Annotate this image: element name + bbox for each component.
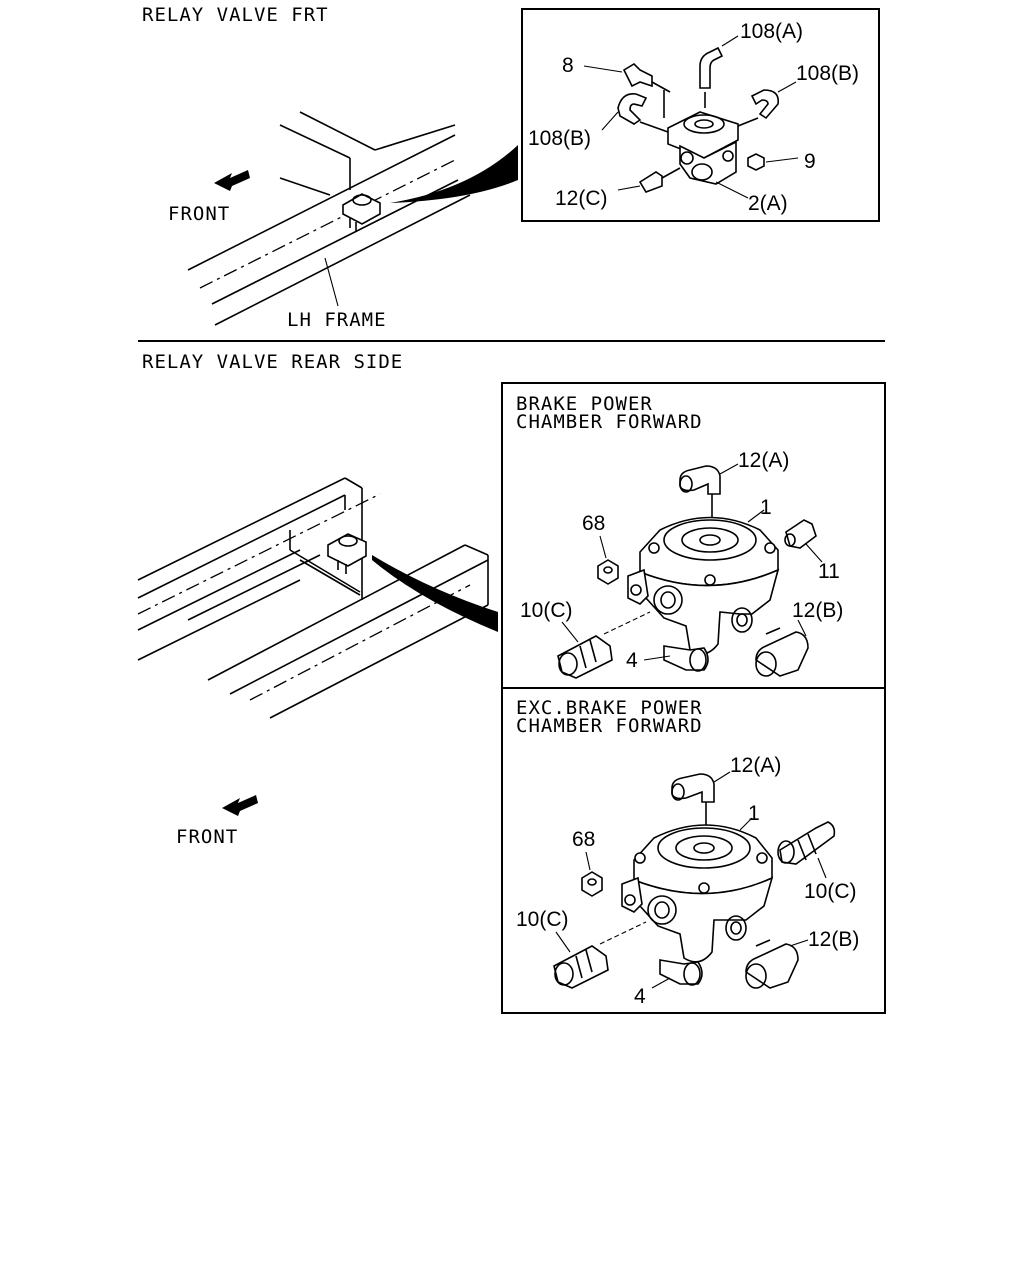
brake-callout-4: 4	[626, 649, 638, 672]
front-section-frame-label: LH FRAME	[287, 309, 387, 331]
brake-callout-11: 11	[818, 560, 840, 583]
front-detail-callouts: 108(A) 8 108(B) 108(B) 9 12(C) 2(A)	[528, 20, 859, 215]
exc-callout-10c-right: 10(C)	[804, 880, 857, 903]
brake-callout-12b: 12(B)	[792, 599, 843, 622]
callout-2a: 2(A)	[748, 192, 788, 215]
front-detail-wedge	[390, 145, 518, 203]
callout-9: 9	[804, 150, 816, 173]
callout-8: 8	[562, 54, 574, 77]
callout-12c: 12(C)	[555, 187, 608, 210]
brake-callout-68: 68	[582, 512, 605, 535]
brake-panel-callouts: 12(A) 1 68 11 10(C) 12(B) 4	[520, 449, 843, 672]
front-detail-valve	[617, 46, 780, 193]
callout-108b-right: 108(B)	[796, 62, 859, 85]
rear-frame-valve	[327, 533, 367, 574]
brake-panel-heading-line2: CHAMBER FORWARD	[516, 411, 703, 433]
brake-panel-valve	[557, 465, 817, 679]
exc-callout-12b: 12(B)	[808, 928, 859, 951]
exc-callout-68: 68	[572, 828, 595, 851]
callout-108a: 108(A)	[740, 20, 803, 43]
front-section-title: RELAY VALVE FRT	[142, 4, 329, 26]
front-frame-drawing	[187, 111, 518, 326]
front-section-front-label: FRONT	[168, 203, 230, 225]
exc-panel-heading-line2: CHAMBER FORWARD	[516, 715, 703, 737]
exc-panel-heading-line1: EXC.BRAKE POWER	[516, 697, 703, 719]
front-detail-box	[521, 8, 880, 222]
brake-callout-12a: 12(A)	[738, 449, 789, 472]
rear-front-arrow-icon	[222, 795, 258, 816]
exc-callout-4: 4	[634, 985, 646, 1008]
rear-section-front-label: FRONT	[176, 826, 238, 848]
exc-panel-valve	[553, 773, 836, 989]
exc-callout-12a: 12(A)	[730, 754, 781, 777]
exc-callout-10c-left: 10(C)	[516, 908, 569, 931]
front-frame-valve	[342, 193, 381, 232]
rear-frame-drawing	[137, 477, 498, 719]
rear-detail-wedge	[372, 555, 498, 632]
exc-panel-callouts: 12(A) 1 68 10(C) 10(C) 12(B) 4	[516, 754, 859, 1008]
brake-callout-1: 1	[760, 496, 772, 519]
rear-section-title: RELAY VALVE REAR SIDE	[142, 351, 403, 373]
brake-panel-heading-line1: BRAKE POWER	[516, 393, 653, 415]
rear-detail-box	[501, 382, 886, 1014]
exc-callout-1: 1	[748, 802, 760, 825]
callout-108b-left: 108(B)	[528, 127, 591, 150]
front-arrow-icon	[214, 170, 250, 191]
brake-callout-10c: 10(C)	[520, 599, 573, 622]
